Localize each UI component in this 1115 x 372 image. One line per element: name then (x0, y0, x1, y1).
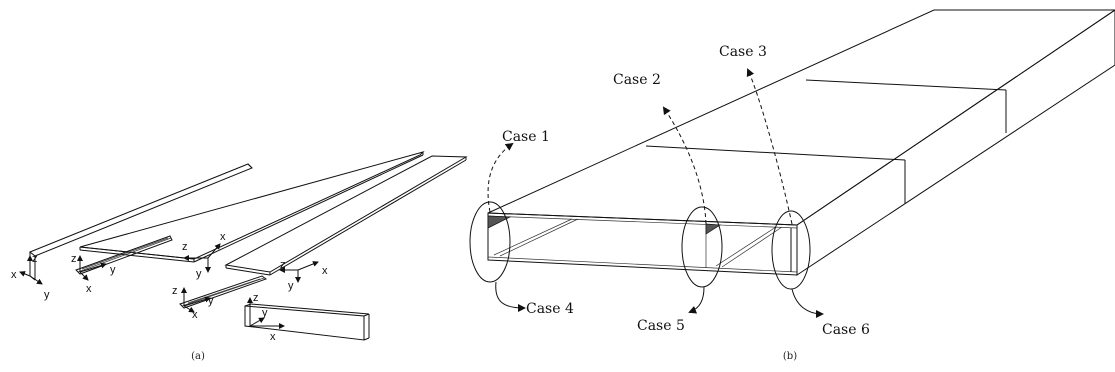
axis-label-y: y (196, 268, 202, 280)
axis-triad-stiffener-left: z y x (71, 253, 116, 295)
case6-highlight (771, 210, 811, 290)
axis-label-x: x (11, 269, 17, 281)
box-beam (487, 9, 1115, 276)
axis-label-y: y (44, 289, 50, 301)
axis-label-x: x (192, 309, 198, 321)
stiffener-right (179, 275, 268, 309)
axis-label-z: z (182, 241, 188, 253)
case1-label: Case 1 (502, 129, 550, 145)
case4-callout-arrow (495, 281, 526, 312)
left-web-plate (29, 163, 253, 281)
case1-callout-arrow (487, 142, 514, 213)
right-web-plate (244, 303, 370, 341)
axis-label-z: z (32, 253, 38, 265)
axis-triad-left-web: z x y (11, 253, 50, 301)
axis-label-z: z (172, 285, 178, 297)
case5-highlight (681, 206, 723, 288)
axis-triad-stiffener-right: z y x (172, 285, 214, 321)
axis-label-x: x (322, 265, 328, 277)
axis-label-z: z (71, 253, 77, 265)
case4-highlight (469, 201, 511, 283)
axis-triad-skin-left: z x y (182, 231, 226, 280)
case5-callout-arrow (688, 286, 705, 314)
case2-callout-arrow (662, 106, 707, 225)
caption-b: (b) (783, 351, 797, 362)
case3-label: Case 3 (719, 44, 767, 60)
panel-a: z x y z y x z x y z x y (11, 151, 468, 362)
axis-label-z: z (280, 259, 286, 271)
stiffener-left (75, 235, 173, 275)
axis-label-x: x (86, 283, 92, 295)
axis-label-y: y (288, 280, 294, 292)
axis-label-x: x (220, 231, 226, 243)
axis-label-x: x (270, 331, 276, 343)
case6-callout-arrow (791, 288, 824, 318)
panel-b: Case 1 Case 2 Case 3 Case 4 Case 5 Case … (469, 9, 1115, 362)
case2-label: Case 2 (613, 72, 661, 88)
axis-label-z: z (253, 292, 259, 304)
axis-label-y: y (262, 307, 268, 319)
axis-triad-skin-right: z x y (279, 259, 328, 292)
case3-callout-arrow (746, 68, 793, 225)
case4-label: Case 4 (526, 301, 574, 317)
axis-label-y: y (208, 295, 214, 307)
axis-triad-right-web: z y x (247, 292, 285, 343)
axis-label-y: y (110, 264, 116, 276)
case5-label: Case 5 (637, 318, 685, 334)
case6-label: Case 6 (822, 322, 870, 338)
caption-a: (a) (191, 351, 205, 362)
